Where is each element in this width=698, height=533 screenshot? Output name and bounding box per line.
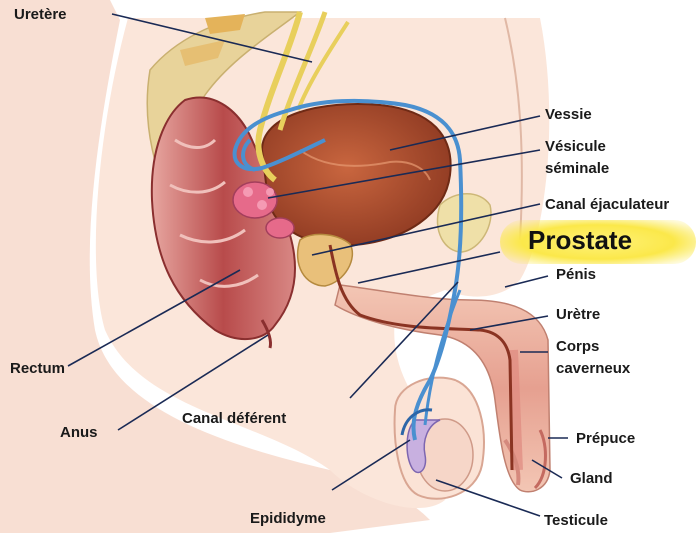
label-uretere: Uretère [14,6,67,24]
label-epididyme: Epididyme [250,510,326,528]
label-corps-1: Corps [556,338,599,356]
label-penis: Pénis [556,266,596,284]
label-prepuce: Prépuce [576,430,635,448]
label-testicule: Testicule [544,512,608,530]
label-corps-2: caverneux [556,360,630,378]
label-uretre: Urètre [556,306,600,324]
label-vesicule-2: séminale [545,160,609,178]
label-anus: Anus [60,424,98,442]
label-canal-deferent: Canal déférent [182,410,286,428]
diagram-title: Prostate [528,223,632,257]
label-rectum: Rectum [10,360,65,378]
label-vessie: Vessie [545,106,592,124]
label-gland: Gland [570,470,613,488]
label-canal-ejaculateur: Canal éjaculateur [545,196,669,214]
label-vesicule-1: Vésicule [545,138,606,156]
